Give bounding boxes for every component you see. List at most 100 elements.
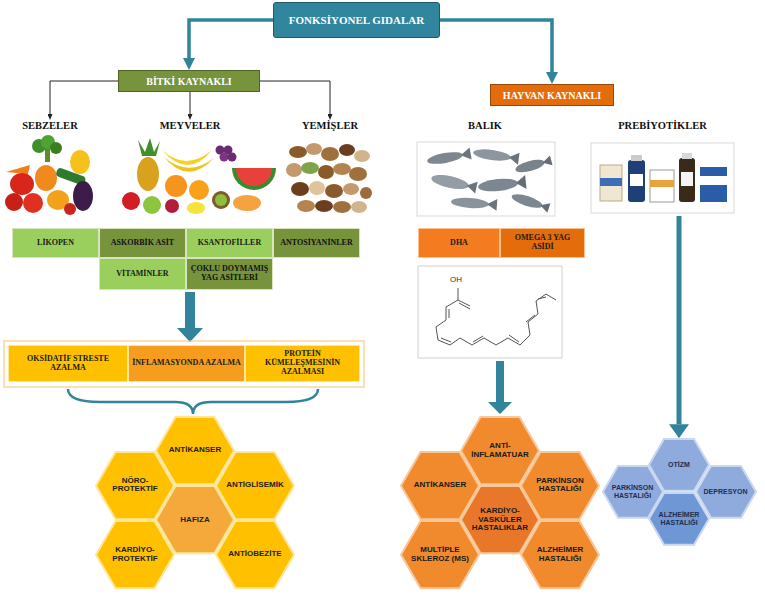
dha-structure-part — [459, 303, 470, 309]
vegetables-picture-part — [73, 181, 93, 211]
prebiotics-picture-part — [650, 180, 674, 187]
group-heading-text: SEBZELER — [22, 120, 77, 132]
fish-picture-part — [472, 146, 519, 164]
connector-arrow — [190, 92, 191, 114]
node-label: ANTOSİYANİNLER — [280, 239, 352, 248]
vegetables-picture-part — [70, 150, 90, 174]
effect-box: PROTEİN KÜMELEŞMESİNİN AZALMASI — [245, 345, 360, 382]
node-label: LİKOPEN — [37, 239, 74, 248]
nuts-picture-part — [333, 163, 351, 175]
node-label: BİTKİ KAYNAKLI — [146, 76, 232, 87]
plant-arrow-part — [177, 292, 203, 342]
fruits-picture-part — [233, 195, 261, 211]
node-label: DHA — [450, 239, 468, 248]
group-heading-text: YEMİŞLER — [302, 120, 358, 132]
curly-bracket-part — [68, 389, 318, 414]
node-label: HAYVAN KAYNAKLI — [503, 90, 601, 101]
connector-arrow — [189, 20, 273, 58]
fruits-picture-part — [122, 192, 140, 210]
fish-picture-part-part — [487, 198, 498, 211]
effect-box: OKSİDATİF STRESTE AZALMA — [8, 345, 128, 382]
nuts-picture-part — [318, 165, 334, 179]
fish-picture-part-part — [515, 175, 526, 190]
nuts-picture — [286, 143, 372, 213]
node-label: OKSİDATİF STRESTE AZALMA — [12, 355, 124, 373]
prebiotics-picture-part — [628, 160, 645, 202]
node-label: ALZHEİMER HASTALIĞI — [655, 511, 704, 526]
atom-label: OH — [450, 276, 462, 284]
dha-structure-part — [418, 266, 562, 358]
node-label: HAFIZA — [180, 516, 209, 525]
fruits-picture-part — [236, 168, 272, 186]
prebiotics-picture-part — [681, 172, 693, 186]
node-label: PROTEİN KÜMELEŞMESİNİN AZALMASI — [249, 350, 356, 376]
vegetables-picture-part — [64, 203, 76, 215]
vegetables-picture-part — [23, 193, 43, 213]
fish-picture-part-part — [508, 151, 520, 164]
fish-picture-part — [451, 196, 498, 211]
group-heading: BALIK — [415, 120, 555, 216]
dha-structure-part — [538, 297, 546, 299]
node-label: KARDİYO-PROTEKTİF — [103, 546, 167, 564]
prebiotics-picture-part — [682, 153, 692, 159]
vegetables-picture-part — [10, 173, 34, 195]
connector-arrow — [440, 20, 552, 72]
compound-box: OMEGA 3 YAG ASİDİ — [500, 228, 585, 258]
fish-picture-part — [514, 155, 552, 174]
fish-arrow-part — [488, 361, 512, 414]
fruits-picture-part — [189, 180, 209, 200]
fish-picture-part-part — [541, 155, 552, 167]
fish-picture-part-part — [477, 177, 518, 193]
nuts-picture-part — [351, 201, 367, 213]
compound-box: ANTOSİYANİNLER — [273, 228, 360, 258]
nuts-picture-part — [315, 200, 333, 212]
nuts-picture-part — [309, 181, 325, 195]
fish-picture-part-part — [426, 150, 463, 166]
disease-hexagon: MULTİPLE SKLEROZ (MS) — [400, 520, 480, 589]
prebiotics-picture — [591, 143, 734, 213]
nuts-picture-part — [360, 187, 372, 199]
curly-bracket — [68, 389, 318, 414]
fish-picture-part — [430, 172, 477, 193]
nuts-picture-part — [325, 184, 343, 198]
vegetables-picture-part — [6, 165, 30, 174]
node-label: ÇOKLU DOYMAMIŞ YAG ASİTLERİ — [190, 265, 269, 283]
vegetables-picture-part — [50, 142, 62, 154]
node-label: OTİZM — [668, 461, 690, 469]
fruits-picture-part — [215, 194, 227, 206]
compound-box: ÇOKLU DOYMAMIŞ YAG ASİTLERİ — [186, 258, 273, 290]
fish-picture-part-part — [451, 197, 490, 210]
benefit-hexagon: ANTİOBEZİTE — [215, 520, 295, 589]
dha-structure-part — [526, 315, 535, 322]
hexagon-shape — [401, 521, 479, 588]
dha-structure-part — [458, 288, 459, 300]
nuts-picture-part — [297, 200, 315, 212]
fruits-picture-part — [143, 196, 161, 214]
hexagon-shape — [96, 521, 174, 588]
dha-structure-part — [449, 309, 450, 318]
group-heading: MEYVELER — [115, 120, 265, 216]
fish-arrow — [488, 361, 512, 414]
dha-structure-part — [509, 335, 519, 342]
node-label: KARDİYO-VASKÜLER HASTALIKLAR — [468, 507, 532, 533]
nuts-picture-part — [286, 163, 302, 177]
node-label: ANTİKANSER — [414, 481, 466, 490]
node-label: DEPRESYON — [704, 488, 748, 496]
node-label: VİTAMİNLER — [116, 270, 168, 279]
effects-frame — [4, 341, 364, 387]
effects-frame-part — [4, 341, 364, 387]
fruits-picture-part — [220, 153, 229, 162]
node-label: İNFLAMASYONDA AZALMA — [132, 359, 241, 368]
fruits-picture — [122, 138, 276, 214]
vegetables-picture-part — [5, 193, 23, 211]
fish-picture — [417, 142, 555, 216]
compound-box: DHA — [418, 228, 500, 258]
dha-structure — [418, 266, 562, 358]
disease-hexagon: ALZHEİMER HASTALIĞI — [520, 520, 600, 589]
hexagon-shape — [216, 521, 294, 588]
prebiotics-picture-part — [631, 155, 642, 161]
hexagon-shape — [649, 493, 709, 545]
prebiotics-picture-part — [591, 143, 734, 213]
nuts-picture-part — [339, 144, 355, 156]
fruits-picture-part — [137, 157, 159, 191]
